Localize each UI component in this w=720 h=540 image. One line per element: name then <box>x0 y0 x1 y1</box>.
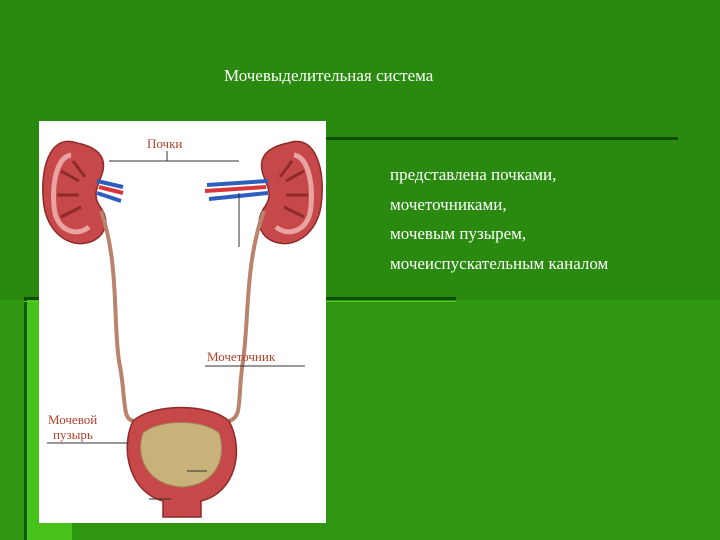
left-kidney <box>42 140 124 245</box>
anatomy-drawing <box>42 140 323 518</box>
description-line: мочеиспускательным каналом <box>390 253 609 273</box>
bladder <box>126 406 238 518</box>
urinary-system-illustration: Почки Мочеточник Мочевой пузырь <box>39 121 326 523</box>
slide-title: Мочевыделительная система <box>224 66 434 85</box>
description-line: мочеточниками, <box>390 194 507 214</box>
left-ureter <box>99 210 136 423</box>
kidneys-label: Почки <box>147 136 183 151</box>
decorative-strip-edge <box>24 300 27 540</box>
ureter-label: Мочеточник <box>207 349 276 364</box>
bladder-label-line1: Мочевой <box>48 412 98 427</box>
right-ureter <box>228 210 266 423</box>
bladder-label-line2: пузырь <box>53 427 93 442</box>
right-kidney <box>204 140 323 245</box>
description-text: представлена почками, мочеточниками, моч… <box>390 160 608 278</box>
description-line: представлена почками, <box>390 165 557 184</box>
description-line: мочевым пузырем, <box>390 224 527 243</box>
decorative-line-top <box>300 137 678 140</box>
